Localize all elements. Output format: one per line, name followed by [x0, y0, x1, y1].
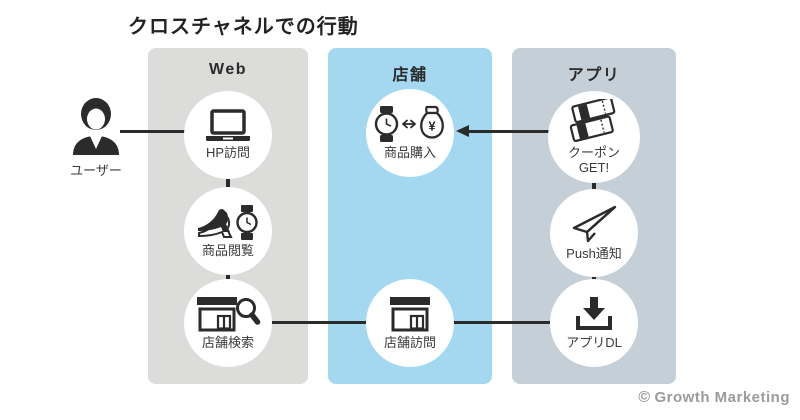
node-push-notification: Push通知 [550, 189, 638, 277]
connector-dl-to-visit [452, 321, 552, 324]
connector-search-to-visit [270, 321, 368, 324]
arrow-coupon-to-purchase-head [456, 125, 469, 137]
credit-text: Growth Marketing [654, 389, 790, 406]
credit-logo: ©Growth Marketing [638, 389, 790, 407]
download-icon [574, 295, 614, 333]
column-app-header: アプリ [567, 67, 621, 84]
node-coupon-get: クーポン GET! [548, 91, 640, 183]
connector-coupon-to-push [592, 182, 596, 191]
user-actor: ユーザー [57, 97, 135, 179]
connector-push-to-dl [592, 272, 596, 282]
column-web-header: Web [209, 61, 247, 78]
node-store-visit: 店舗訪問 [366, 279, 454, 367]
page-title: クロスチャネルでの行動 [128, 16, 359, 38]
column-store-header: 店舗 [392, 67, 428, 84]
coupon-label-line1: クーポン [567, 144, 620, 160]
node-app-download: アプリDL [550, 279, 638, 367]
paper-plane-icon [570, 204, 618, 244]
coupon-label-line2: GET! [578, 159, 610, 175]
connector-hp-to-browse [226, 178, 230, 188]
connector-browse-to-search [226, 273, 230, 281]
node-store-visit-label: 店舗訪問 [383, 335, 436, 351]
arrow-coupon-to-purchase-line [468, 130, 550, 133]
copyright-icon: © [638, 389, 651, 406]
watch-moneybag-exchange-icon: ¥ [374, 105, 446, 143]
svg-text:¥: ¥ [428, 119, 436, 134]
connector-user-to-hp [120, 130, 186, 133]
user-icon [57, 97, 135, 155]
node-product-browse: 商品閲覧 [184, 187, 272, 275]
node-push-notification-label: Push通知 [566, 246, 622, 262]
node-product-browse-label: 商品閲覧 [201, 242, 254, 258]
node-store-search: 店舗検索 [184, 279, 272, 367]
laptop-icon [204, 109, 252, 143]
storefront-magnifier-icon [195, 295, 261, 333]
user-label: ユーザー [70, 163, 122, 178]
node-app-download-label: アプリDL [566, 335, 622, 351]
coupon-tickets-icon [566, 98, 622, 143]
node-store-search-label: 店舗検索 [201, 335, 254, 351]
node-product-purchase-label: 商品購入 [383, 145, 436, 161]
heels-watch-icon [197, 204, 259, 241]
node-product-purchase: ¥ 商品購入 [366, 89, 454, 177]
storefront-icon [387, 295, 433, 333]
node-coupon-get-label: クーポン GET! [567, 144, 620, 176]
node-hp-visit: HP訪問 [184, 91, 272, 179]
node-hp-visit-label: HP訪問 [205, 145, 251, 161]
